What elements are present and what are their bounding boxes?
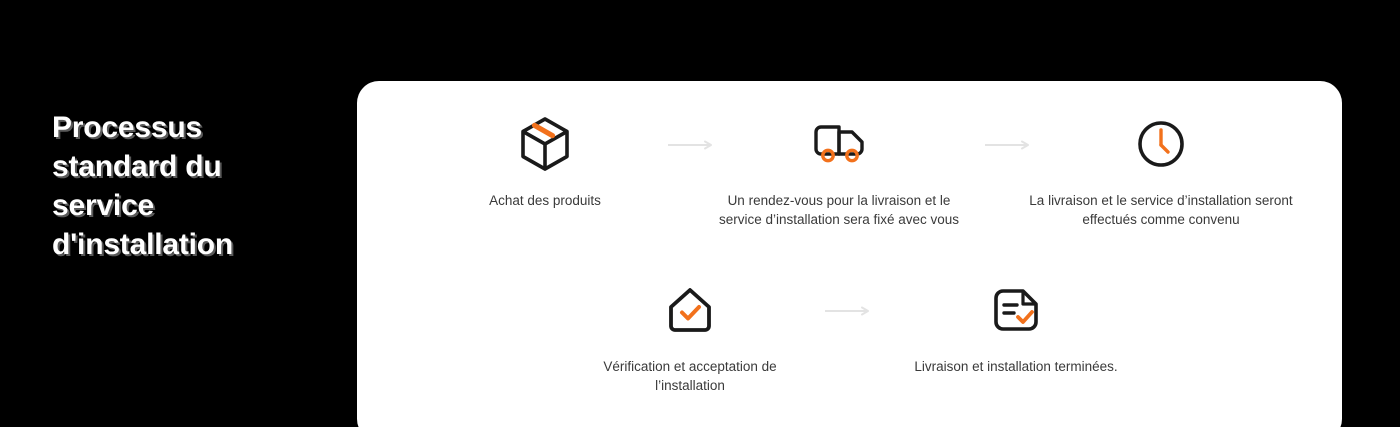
arrow-right-icon [825,306,871,316]
clock-icon [1025,113,1297,175]
step-caption: Un rendez-vous pour la livraison et le s… [718,193,960,227]
step-caption: La livraison et le service d’installatio… [1029,193,1293,227]
document-check-icon [885,279,1147,341]
process-step-3: La livraison et le service d’installatio… [1025,113,1297,229]
house-check-icon [575,279,805,341]
page-title: Processus standard du service d'installa… [52,111,234,261]
process-step-4: Vérification et acceptation de l’install… [575,279,805,395]
package-box-icon [430,113,660,175]
process-step-2: Un rendez-vous pour la livraison et le s… [705,113,973,229]
arrow-right-icon [668,140,714,150]
arrow-right-icon [985,140,1031,150]
process-step-1: Achat des produits [430,113,660,210]
step-caption: Livraison et installation terminées. [914,359,1118,374]
process-step-5: Livraison et installation terminées. [885,279,1147,376]
delivery-truck-icon [705,113,973,175]
process-card: Achat des produits Un rendez-vous pour l… [357,81,1342,427]
step-caption: Vérification et acceptation de l’install… [603,359,777,393]
step-caption: Achat des produits [489,193,601,208]
